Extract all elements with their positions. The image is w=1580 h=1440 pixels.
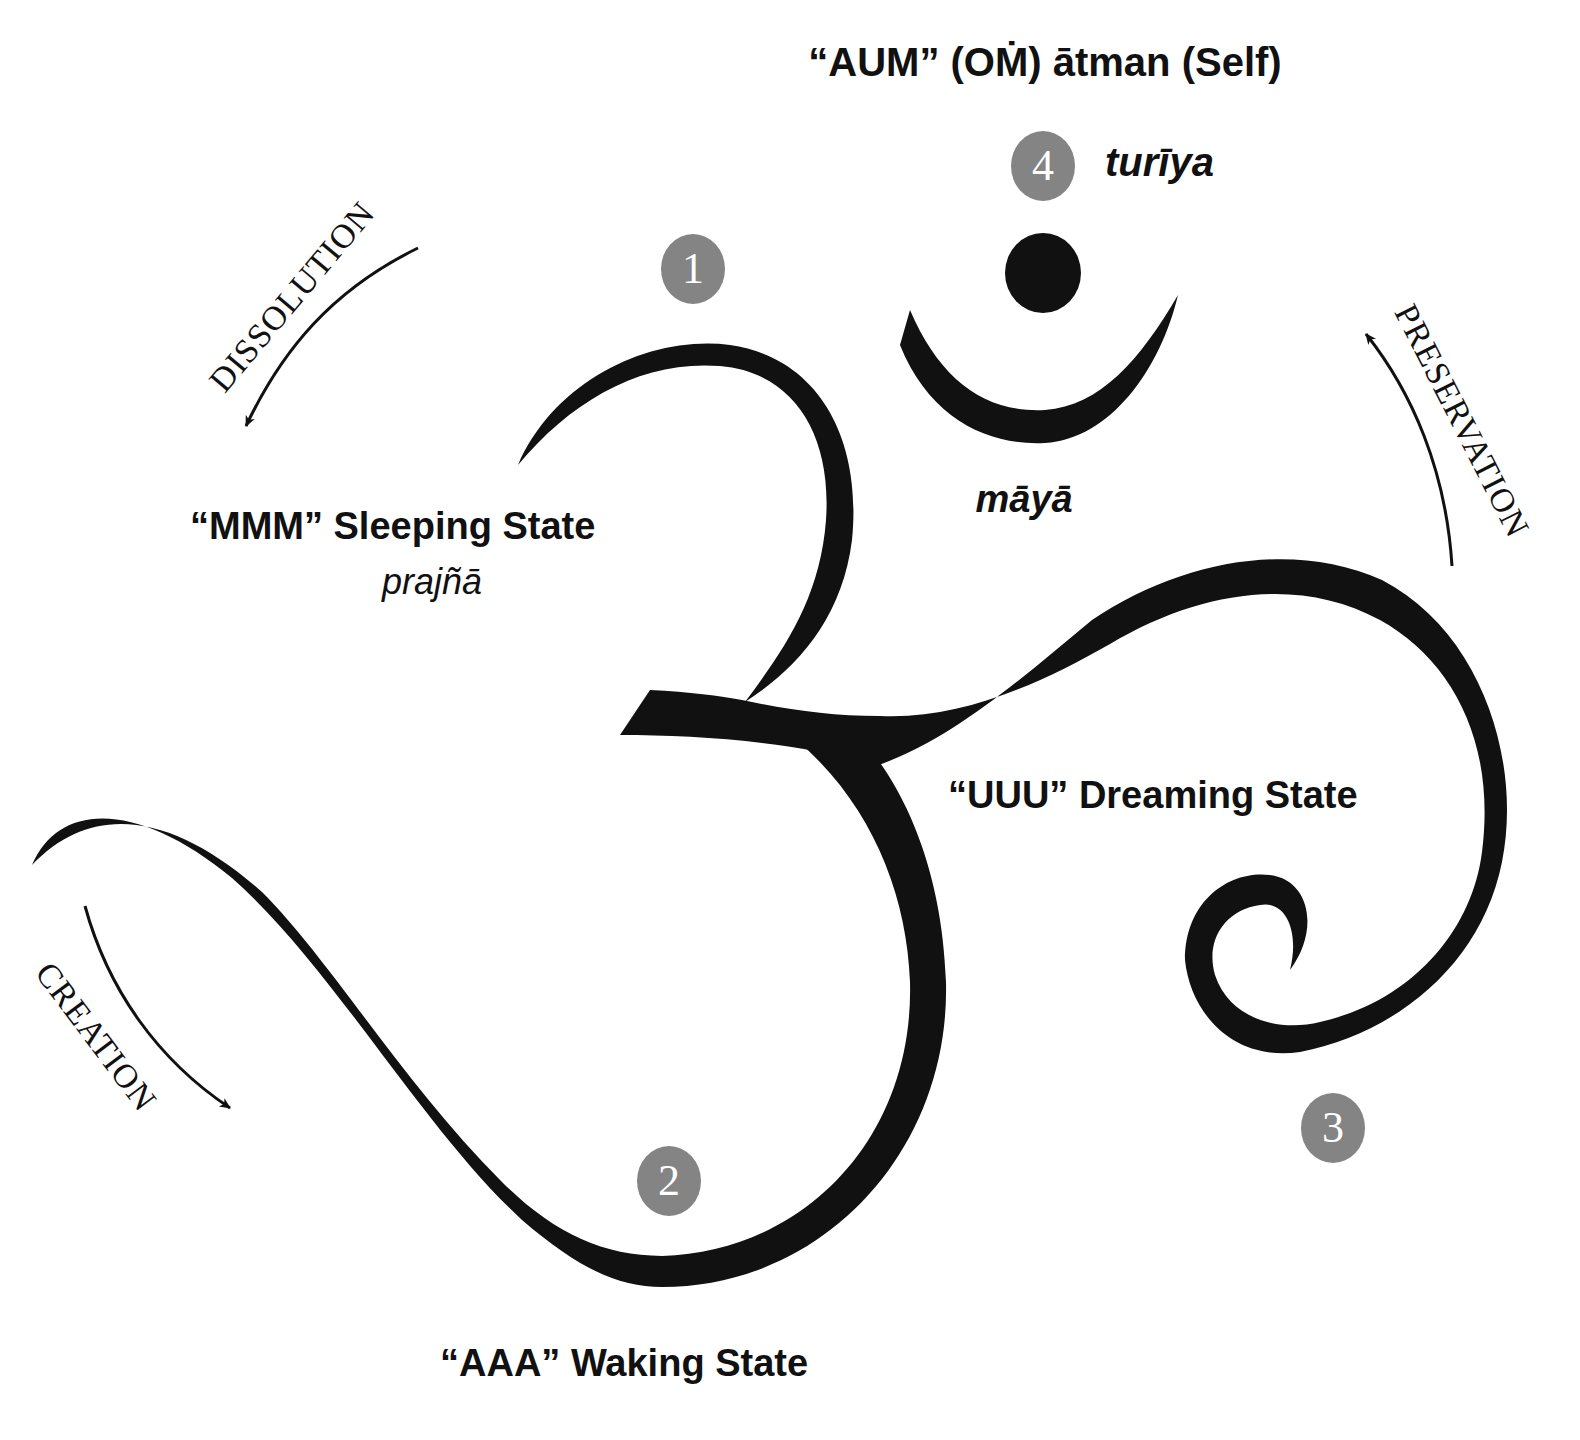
om-right-curve [620,559,1507,1053]
cycle-label: CREATION [28,955,164,1118]
om-dot [1005,233,1081,313]
om-lower-curve [32,702,946,1287]
callout-disc: 4 [1010,130,1076,202]
callout-disc: 3 [1300,1092,1366,1164]
disc-fill [661,234,725,304]
cycle-label: PRESERVATION [1387,298,1537,543]
state-label: “AAA” Waking State [440,1343,808,1385]
disc-fill [1301,1093,1365,1163]
callout-disc: 1 [660,233,726,305]
state-label: “UUU” Dreaming State [948,775,1358,817]
disc-fill [1011,131,1075,201]
state-label: “MMM” Sleeping State [190,506,595,548]
callout-number: 2 [658,1159,680,1203]
callout-number: 4 [1032,144,1054,188]
callout-disc: 2 [636,1145,702,1217]
om-crescent [900,295,1178,443]
state-name: turīya [1105,140,1214,184]
state-name: māyā [976,479,1073,521]
callout-number: 1 [682,247,704,291]
cycle-label: DISSOLUTION [202,194,382,399]
state-name: prajñā [382,562,482,602]
callout-number: 3 [1322,1106,1344,1150]
disc-fill [637,1146,701,1216]
title: “AUM” (OṀ) ātman (Self) [808,40,1281,84]
